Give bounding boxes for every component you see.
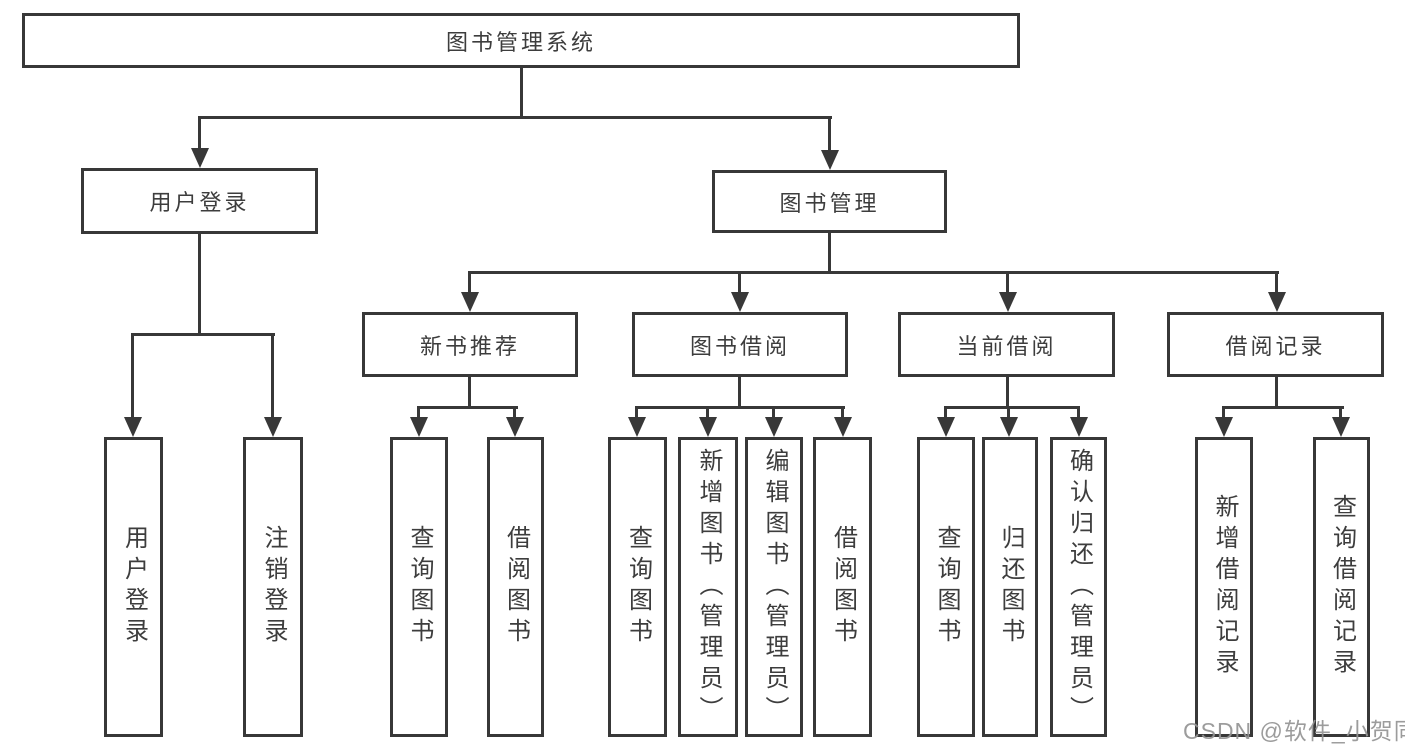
leaf-user-login: 用户登录: [104, 437, 163, 737]
connector-current-stem: [1006, 375, 1009, 409]
leaf-borrow-books-1: 借阅图书: [487, 437, 544, 737]
arrow-down-icon: [834, 417, 852, 437]
arrow-down-icon: [821, 150, 839, 170]
leaf-query-books-3: 查询图书: [917, 437, 975, 737]
connector-drop: [841, 406, 844, 419]
connector-drop: [468, 271, 471, 295]
connector-records-stem: [1275, 375, 1278, 409]
connector-drop: [738, 271, 741, 295]
arrow-down-icon: [1215, 417, 1233, 437]
node-borrow-records: 借阅记录: [1167, 312, 1384, 377]
node-current-borrow: 当前借阅: [898, 312, 1115, 377]
leaf-edit-books-admin: 编辑图书（管理员）: [745, 437, 803, 737]
node-book-borrow: 图书借阅: [632, 312, 848, 377]
connector-bookmgmt-rail: [468, 271, 1279, 274]
arrow-down-icon: [731, 292, 749, 312]
connector-drop: [635, 406, 638, 419]
arrow-down-icon: [506, 417, 524, 437]
connector-drop: [1077, 406, 1080, 419]
connector-drop: [1222, 406, 1225, 419]
node-user-login: 用户登录: [81, 168, 318, 234]
connector-userlogin-stem: [198, 232, 201, 336]
connector-drop: [772, 406, 775, 419]
node-new-book-recommend: 新书推荐: [362, 312, 578, 377]
connector-newbook-stem: [468, 375, 471, 409]
arrow-down-icon: [410, 417, 428, 437]
connector-drop: [1275, 271, 1278, 295]
connector-current-rail: [944, 406, 1080, 409]
connector-borrow-stem: [738, 375, 741, 409]
arrow-down-icon: [628, 417, 646, 437]
connector-drop: [828, 116, 831, 152]
connector-drop: [944, 406, 947, 419]
connector-records-rail: [1222, 406, 1344, 409]
arrow-down-icon: [461, 292, 479, 312]
arrow-down-icon: [937, 417, 955, 437]
connector-drop: [1007, 406, 1010, 419]
connector-newbook-rail: [417, 406, 518, 409]
arrow-down-icon: [124, 417, 142, 437]
leaf-add-borrow-record: 新增借阅记录: [1195, 437, 1253, 737]
connector-drop: [271, 333, 274, 419]
leaf-confirm-return-admin: 确认归还（管理员）: [1050, 437, 1107, 737]
leaf-query-books-1: 查询图书: [390, 437, 448, 737]
leaf-query-borrow-record: 查询借阅记录: [1313, 437, 1370, 737]
leaf-query-books-2: 查询图书: [608, 437, 667, 737]
arrow-down-icon: [191, 148, 209, 168]
connector-drop: [1006, 271, 1009, 295]
connector-bookmgmt-stem: [828, 231, 831, 274]
arrow-down-icon: [1070, 417, 1088, 437]
leaf-return-books: 归还图书: [982, 437, 1038, 737]
csdn-watermark: CSDN @软件_小贺同学: [1183, 718, 1405, 744]
connector-drop: [131, 333, 134, 419]
leaf-logout: 注销登录: [243, 437, 303, 737]
arrow-down-icon: [264, 417, 282, 437]
connector-root-rail: [198, 116, 832, 119]
arrow-down-icon: [1332, 417, 1350, 437]
connector-drop: [198, 116, 201, 150]
connector-root-stem: [520, 66, 523, 117]
connector-userlogin-rail: [131, 333, 275, 336]
leaf-add-books-admin: 新增图书（管理员）: [678, 437, 738, 737]
arrow-down-icon: [765, 417, 783, 437]
connector-drop: [513, 406, 516, 419]
connector-drop: [706, 406, 709, 419]
arrow-down-icon: [699, 417, 717, 437]
connector-drop: [1339, 406, 1342, 419]
connector-borrow-rail: [635, 406, 845, 409]
arrow-down-icon: [1268, 292, 1286, 312]
arrow-down-icon: [1000, 417, 1018, 437]
node-root: 图书管理系统: [22, 13, 1020, 68]
arrow-down-icon: [999, 292, 1017, 312]
connector-drop: [417, 406, 420, 419]
node-book-management: 图书管理: [712, 170, 947, 233]
leaf-borrow-books-2: 借阅图书: [813, 437, 872, 737]
